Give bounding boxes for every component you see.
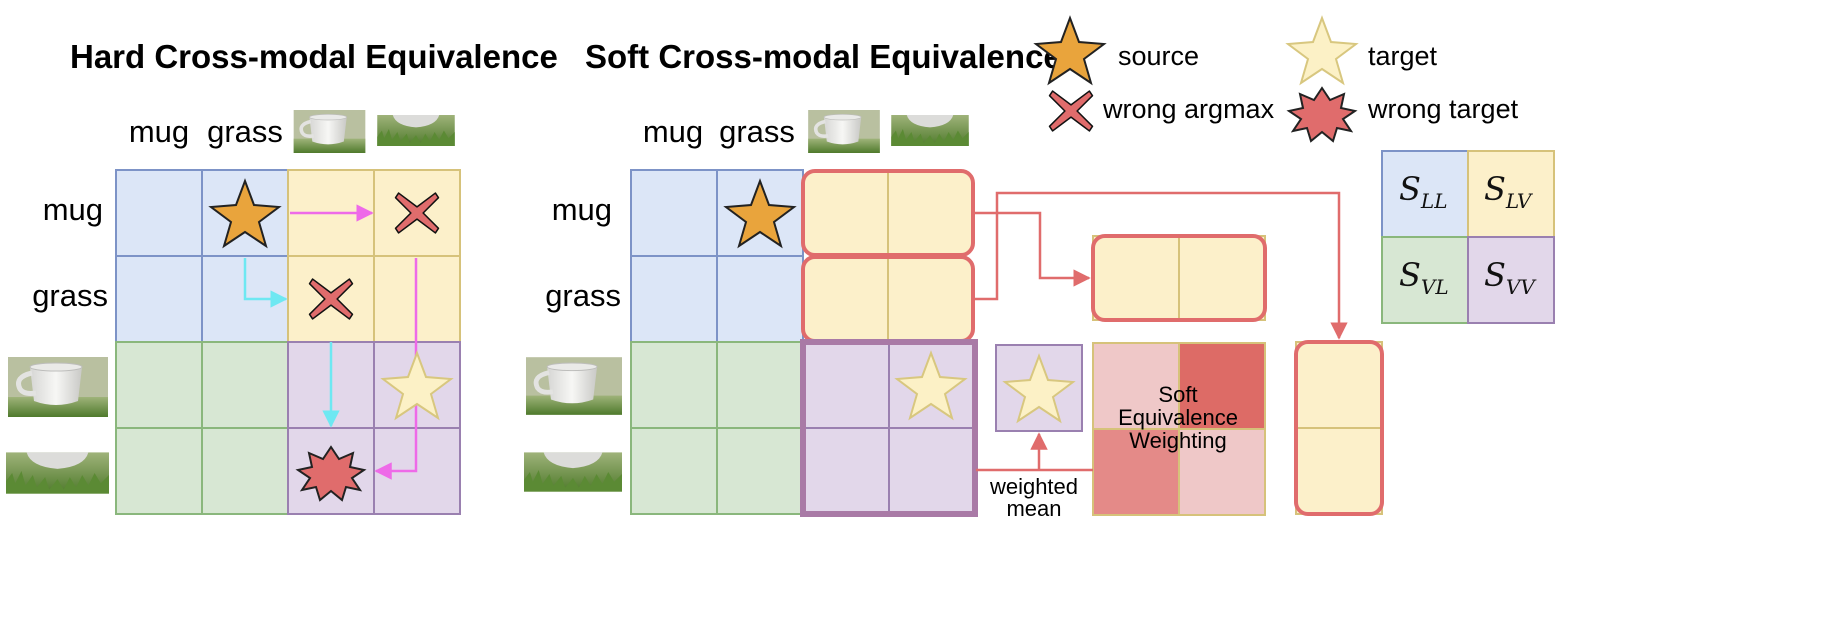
mean-label: mean [1006, 496, 1061, 521]
key-svl: SVL [1399, 256, 1449, 299]
source-star-icon [1033, 15, 1107, 86]
hard-row-grass: grass [32, 278, 108, 313]
hard-row-mug-image [8, 357, 108, 417]
weighting-label-line1: Soft [1158, 382, 1197, 407]
wrong-target-burst-icon [1286, 86, 1358, 143]
hard-panel: mug grass mug grass [6, 110, 461, 515]
hard-col-mug-image [292, 110, 367, 153]
pooled-column-result [1294, 340, 1384, 516]
legend-wrong-target-label: wrong target [1367, 94, 1519, 124]
soft-panel: mug grass mug grass [524, 110, 1384, 521]
soft-col-grass: grass [719, 114, 795, 149]
legend-target-label: target [1368, 41, 1438, 71]
weighting-label-line2: Equivalence [1118, 405, 1238, 430]
legend-source-label: source [1118, 41, 1199, 71]
row-to-column-arrow [975, 191, 1348, 340]
soft-equivalence-weighting-matrix: Soft Equivalence Weighting [1092, 342, 1266, 516]
wrong-argmax-x-icon [1048, 90, 1094, 132]
soft-col-grass-image [891, 115, 969, 146]
hard-col-grass-image [377, 115, 455, 146]
hard-cyan-arrow-1 [243, 258, 288, 308]
hard-row-grass-image [6, 452, 109, 494]
soft-title: Soft Cross-modal Equivalence [585, 38, 1062, 75]
weighted-label: weighted [989, 474, 1078, 499]
hard-row-mug: mug [43, 192, 103, 227]
row-to-pooled-arrow [975, 211, 1091, 287]
soft-source-star-icon [723, 178, 797, 249]
weighting-label-line3: Weighting [1129, 428, 1226, 453]
hard-magenta-arrow-2 [374, 258, 418, 480]
key-svv: SVV [1484, 256, 1537, 299]
soft-col-mug-image [806, 110, 882, 153]
target-star-icon [1285, 15, 1359, 86]
averaged-target-star-icon [1002, 353, 1076, 424]
soft-col-mug: mug [643, 114, 703, 149]
pooled-row-result [1091, 234, 1267, 322]
hard-target-star-icon [380, 350, 454, 421]
key-slv: SLV [1484, 170, 1534, 213]
similarity-key: SLL SLV SVL SVV [1381, 150, 1555, 324]
soft-row-grass-image [524, 452, 622, 492]
key-sll: SLL [1399, 170, 1447, 213]
hard-col-mug: mug [129, 114, 189, 149]
soft-row-mug-image [526, 357, 622, 415]
hard-source-star-icon [208, 178, 282, 249]
soft-target-star-icon [894, 350, 968, 421]
soft-grid [630, 169, 978, 517]
soft-row-grass: grass [545, 278, 621, 313]
soft-row-mug: mug [552, 192, 612, 227]
legend-wrong-argmax-label: wrong argmax [1102, 94, 1275, 124]
hard-wrong-target-burst-icon [295, 445, 367, 502]
hard-title: Hard Cross-modal Equivalence [70, 38, 558, 75]
hard-col-grass: grass [207, 114, 283, 149]
